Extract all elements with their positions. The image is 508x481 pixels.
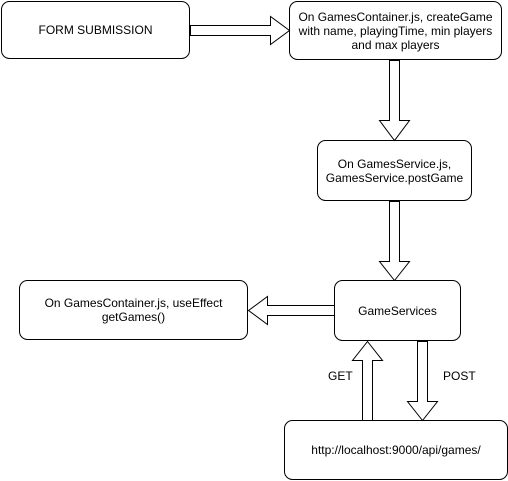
get-label: GET [328,369,353,383]
game-services-label: GameServices [358,303,437,318]
arrow-create-to-service [378,60,411,142]
api-endpoint-label: http://localhost:9000/api/games/ [311,443,481,457]
form-submission-label: FORM SUBMISSION [38,23,153,37]
games-container-effect-label: On GamesContainer.js, useEffect getGames… [44,296,223,324]
arrow-service-to-gameservices [378,201,411,282]
games-container-effect-box [19,280,248,340]
games-container-create-label: On GamesContainer.js, createGame with na… [298,9,493,52]
arrow-form-to-create [190,15,291,46]
arrow-gameservices-to-effect [247,295,335,326]
form-submission-box [1,1,190,59]
post-label: POST [443,369,476,383]
arrow-get-api-to-gameservices [351,340,384,421]
games-service-post-label: On GamesService.js, GamesService.postGam… [325,156,464,185]
arrow-post-gameservices-to-api [406,341,439,422]
